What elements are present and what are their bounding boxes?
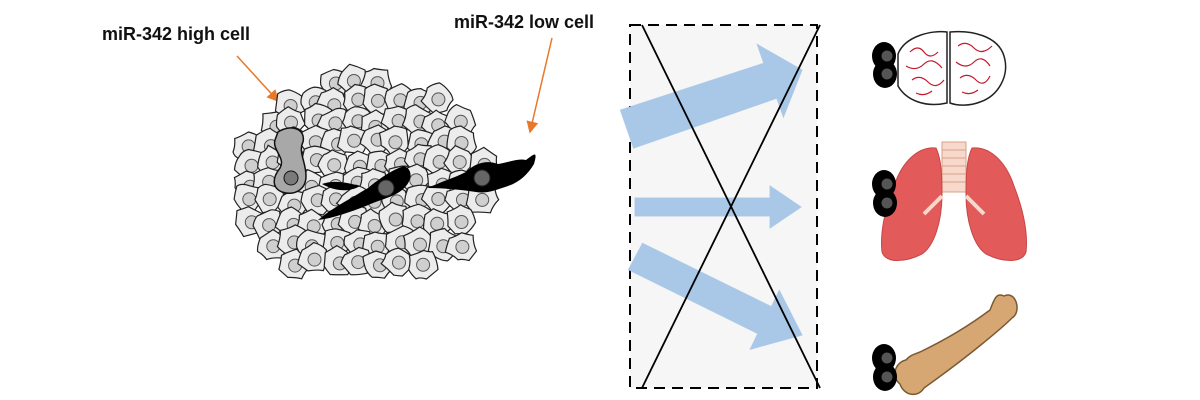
tumor-cell-nucleus	[371, 93, 385, 108]
route-arrow-to-bone	[627, 242, 803, 351]
tumor-cell-nucleus	[262, 192, 277, 207]
tumor-cell-nucleus	[475, 192, 490, 207]
tumor-cell-nucleus	[244, 158, 259, 173]
tumor-cell-nucleus	[307, 252, 322, 267]
tumor-cell-nucleus	[392, 255, 406, 270]
metastatic-cells-brain	[872, 42, 897, 88]
tumor-cell-nucleus	[431, 92, 446, 107]
route-arrow-to-brain	[619, 43, 803, 149]
high-cell-label: miR-342 high cell	[102, 24, 251, 44]
tumor-cell-nucleus	[367, 219, 382, 233]
blocked-cross-lines	[641, 24, 821, 389]
tumor-cell-nucleus	[388, 212, 403, 227]
mir342-high-cell	[273, 127, 307, 194]
metastatic-cells-bone	[872, 344, 897, 391]
low-cell-label: miR-342 low cell	[454, 12, 595, 32]
tumor-cell-nucleus	[454, 215, 469, 229]
tumor-cell-nucleus	[328, 116, 343, 131]
tumor-cell-cluster	[232, 63, 500, 280]
tumor-cell-nucleus	[327, 158, 342, 173]
route-arrow-to-lung	[634, 185, 802, 229]
metastatic-cells-lung	[872, 170, 897, 217]
low-cell-pointer-arrow	[526, 37, 553, 134]
tumor-cell-nucleus	[347, 133, 362, 148]
tumor-cell-nucleus	[416, 257, 431, 272]
tumor-cell-nucleus	[431, 192, 446, 206]
tumor-cell-nucleus	[452, 155, 467, 170]
brain-organ	[897, 30, 1007, 106]
lung-organ	[881, 141, 1027, 261]
tumor-cell-nucleus	[388, 135, 403, 150]
high-cell-pointer-arrow	[236, 55, 280, 103]
tumor-cell-nucleus	[430, 216, 445, 231]
tumor-cell-nucleus	[455, 239, 470, 254]
mir342-low-cells	[318, 154, 536, 220]
tumor-cell-nucleus	[410, 214, 425, 229]
metastasis-route-arrows	[619, 43, 803, 351]
bone-organ	[894, 294, 1018, 396]
tumor-cell-nucleus	[242, 192, 257, 207]
tumor-cell-nucleus	[413, 237, 427, 252]
